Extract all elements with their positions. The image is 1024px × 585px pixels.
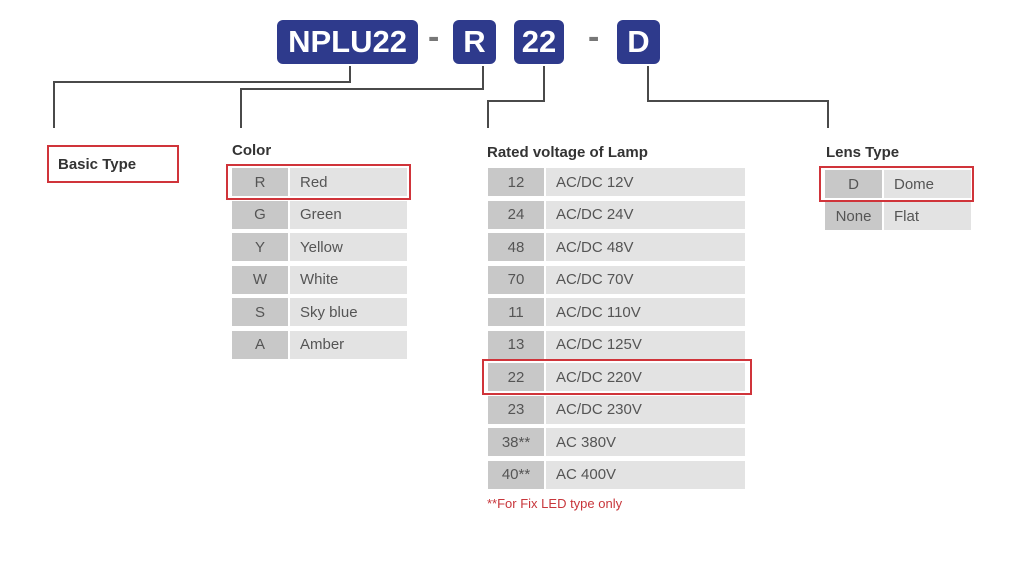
lens-option-code: None [825,202,882,230]
color-option-code: S [232,298,288,326]
voltage-option-label: AC/DC 12V [546,168,745,196]
color-option-code: A [232,330,288,359]
voltage-option-label: AC 400V [546,460,745,489]
lens-code-box: D [617,20,660,64]
voltage-option-code: 12 [488,168,544,196]
connector-basic-type [53,66,351,128]
color-option-label: Green [290,200,407,229]
voltage-option-row: 40**AC 400V [488,460,745,489]
voltage-option-code: 13 [488,330,544,359]
voltage-selected-highlight [482,359,752,395]
voltage-option-label: AC/DC 110V [546,298,745,326]
voltage-option-code: 23 [488,395,544,424]
fix-led-note: **For Fix LED type only [487,496,623,511]
voltage-option-code: 40** [488,460,544,489]
model-prefix-box: NPLU22 [277,20,418,64]
voltage-option-label: AC/DC 48V [546,233,745,261]
lens-option-label: Dome [884,170,971,198]
color-heading: Color [232,142,272,159]
color-code-box: R [453,20,496,64]
color-option-code: W [232,265,288,294]
color-option-label: Amber [290,330,407,359]
voltage-option-row: 38**AC 380V [488,428,745,456]
voltage-option-label: AC/DC 230V [546,395,745,424]
lens-selected-highlight [819,166,974,202]
voltage-code-box: 22 [514,20,564,64]
color-option-code: G [232,200,288,229]
voltage-option-label: AC/DC 70V [546,265,745,294]
voltage-option-code: 11 [488,298,544,326]
color-option-code: R [232,168,288,196]
lens-option-label: Flat [884,202,971,230]
voltage-heading: Rated voltage of Lamp [487,144,648,161]
voltage-option-code: 24 [488,200,544,229]
voltage-option-label: AC/DC 220V [546,363,745,391]
voltage-option-label: AC/DC 125V [546,330,745,359]
voltage-option-label: AC/DC 24V [546,200,745,229]
color-option-label: Sky blue [290,298,407,326]
voltage-option-code: 22 [488,363,544,391]
voltage-option-code: 48 [488,233,544,261]
separator-dash: - [428,18,440,56]
voltage-option-label: AC 380V [546,428,745,456]
color-selected-highlight [226,164,411,200]
connector-voltage [487,66,545,128]
voltage-option-code: 38** [488,428,544,456]
color-option-label: Yellow [290,233,407,261]
lens-heading: Lens Type [826,144,900,161]
voltage-option-code: 70 [488,265,544,294]
separator-dash: - [588,18,600,56]
connector-color [240,66,484,128]
connector-lens [647,66,829,128]
lens-option-code: D [825,170,882,198]
color-option-code: Y [232,233,288,261]
basic-type-label: Basic Type [47,145,179,183]
color-option-label: Red [290,168,407,196]
color-option-label: White [290,265,407,294]
